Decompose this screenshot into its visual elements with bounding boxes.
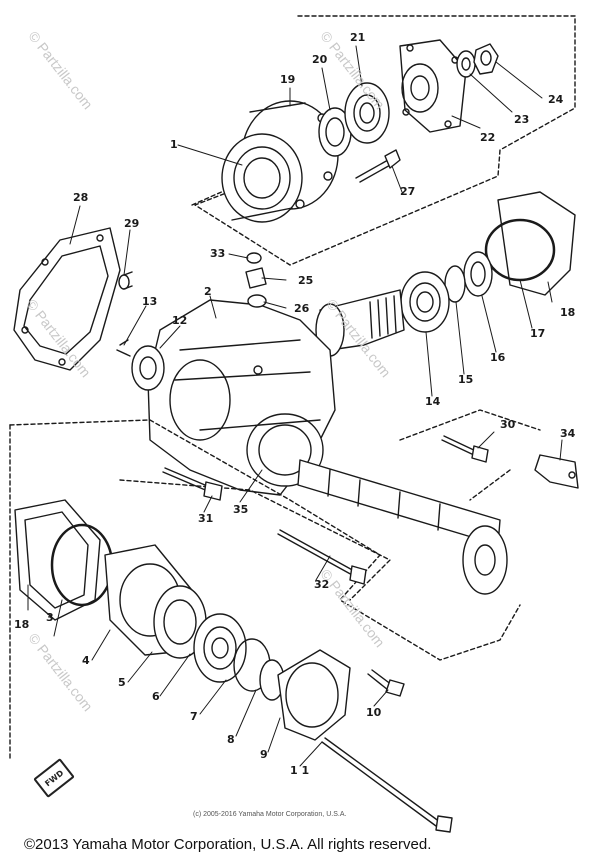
callout-10: 10 [366,706,382,719]
studs-31 [162,467,223,501]
gasket-28 [13,227,121,371]
callout-26: 26 [294,302,310,315]
callout-27: 27 [400,185,416,198]
callout-32: 32 [314,578,330,591]
callout-25: 25 [298,274,314,287]
callout-21: 21 [350,31,366,44]
output-shaft [297,459,508,595]
callout-29: 29 [124,217,140,230]
callout-20: 20 [312,53,328,66]
seal-16 [463,251,493,297]
bolt-30 [441,435,489,463]
diagram-fine-print: (c) 2005-2016 Yamaha Motor Corporation, … [193,811,347,818]
bearing-14 [400,271,450,333]
callout-2: 2 [204,285,212,298]
callout-23: 23 [514,113,530,126]
seal-5 [153,585,207,659]
callout-6: 6 [152,690,160,703]
fwd-label: FWD [42,768,66,788]
callout-19: 19 [280,73,296,86]
fill-cap [246,252,262,264]
stud-32 [277,529,367,585]
bearing-6 [193,613,247,683]
hub-bearing [344,82,390,144]
callout-17: 17 [530,327,546,340]
callout-3: 3 [46,611,54,624]
hub-assembly-box [194,15,576,266]
callout-1: 1 [170,138,178,151]
callout-34: 34 [560,427,576,440]
cover-9 [277,649,351,741]
bolt-10 [367,669,405,697]
callout-9: 9 [260,748,268,761]
callout-12: 12 [172,314,188,327]
callout-18-lower: 18 [14,618,30,631]
upper-cover [484,191,576,296]
callout-5: 5 [118,676,126,689]
callout-28: 28 [73,191,89,204]
callout-30: 30 [500,418,516,431]
callout-31: 31 [198,512,214,525]
callout-11: 1 1 [290,764,310,777]
callout-15: 15 [458,373,474,386]
callout-22: 22 [480,131,496,144]
hub-washer [456,50,476,78]
seal-12 [131,345,165,391]
long-bolt-11 [321,737,453,833]
bracket-34 [534,454,579,489]
box-30-34 [399,409,541,501]
hub-nut [473,43,499,75]
hub-flange [399,39,467,133]
hub-housing [221,100,339,223]
copyright-notice: ©2013 Yamaha Motor Corporation, U.S.A. A… [24,836,432,853]
callout-33: 33 [210,247,226,260]
callout-16: 16 [490,351,506,364]
callout-8: 8 [227,733,235,746]
dowel-29 [118,271,133,290]
callout-7: 7 [190,710,198,723]
fill-washer [247,294,267,308]
fill-plug [245,267,267,289]
callout-4: 4 [82,654,90,667]
callout-14: 14 [425,395,441,408]
callout-35: 35 [233,503,249,516]
callout-18-upper: 18 [560,306,576,319]
bolt-13 [116,339,131,357]
callout-24: 24 [548,93,564,106]
callout-13: 13 [142,295,158,308]
hub-bolt [355,149,401,183]
